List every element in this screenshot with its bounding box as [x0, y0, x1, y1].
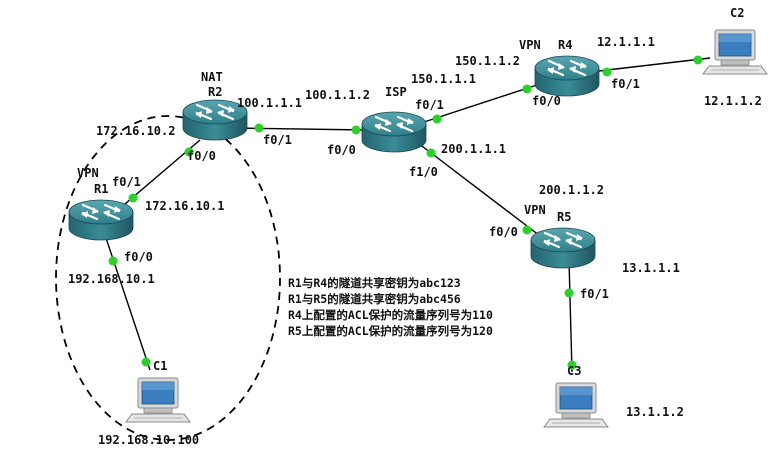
c3-name-label: C3	[567, 364, 581, 378]
router-isp-icon[interactable]	[360, 110, 428, 154]
r2-inside-ip-label: 172.16.10.2	[96, 124, 175, 138]
r1-outside-ip-label: 172.16.10.1	[145, 199, 224, 213]
isp-name-label: ISP	[385, 85, 407, 99]
note-line-1: R1与R4的隧道共享密钥为abc123	[288, 276, 461, 290]
r1-f01-label: f0/1	[112, 175, 141, 189]
port-dot-r2-f01	[254, 123, 264, 133]
r1-name-label: R1	[94, 182, 108, 196]
router-r4-icon[interactable]	[533, 54, 601, 98]
isp-f10-label: f1/0	[409, 165, 438, 179]
r5-f00-label: f0/0	[489, 225, 518, 239]
port-dot-c2	[693, 55, 703, 65]
port-dot-r1-f01	[128, 193, 138, 203]
link-r2-isp	[229, 127, 367, 131]
port-dot-r2-f00	[184, 147, 194, 157]
r4-name-label: R4	[558, 38, 572, 52]
link-r5-c3	[568, 259, 573, 373]
c2-name-label: C2	[730, 6, 744, 20]
r2-f01-label: f0/1	[263, 133, 292, 147]
c2-ip-label: 12.1.1.2	[704, 94, 762, 108]
r5-tag-label: VPN	[524, 203, 546, 217]
r1-inside-ip-label: 192.168.10.1	[68, 272, 155, 286]
r2-tag-label: NAT	[201, 70, 223, 84]
note-line-3: R4上配置的ACL保护的流量序列号为110	[288, 308, 493, 322]
port-dot-isp-f10	[426, 148, 436, 158]
r2-name-label: R2	[208, 85, 222, 99]
link-isp-r5	[413, 139, 549, 243]
isp-f00-label: f0/0	[327, 143, 356, 157]
r2-f00-label: f0/0	[187, 149, 216, 163]
host-c2-icon[interactable]	[702, 29, 768, 75]
r5-outside-ip-label: 200.1.1.2	[539, 183, 604, 197]
r5-inside-ip-label: 13.1.1.1	[622, 261, 680, 275]
port-dot-c1	[141, 357, 151, 367]
note-line-2: R1与R5的隧道共享密钥为abc456	[288, 292, 461, 306]
r4-inside-ip-label: 12.1.1.1	[597, 35, 655, 49]
c1-name-label: C1	[153, 359, 167, 373]
isp-f01-label: f0/1	[415, 98, 444, 112]
r1-f00-label: f0/0	[124, 250, 153, 264]
port-dot-r4-f00	[522, 84, 532, 94]
r4-tag-label: VPN	[519, 38, 541, 52]
port-dot-isp-f00	[351, 125, 361, 135]
r4-f01-label: f0/1	[611, 77, 640, 91]
port-dot-r5-f00	[522, 225, 532, 235]
host-c1-icon[interactable]	[125, 377, 191, 423]
port-dot-r1-f00	[108, 256, 118, 266]
r4-f00-label: f0/0	[532, 94, 561, 108]
port-dot-c3	[567, 360, 577, 370]
port-dot-r5-f01	[564, 288, 574, 298]
router-r1-icon[interactable]	[67, 198, 135, 242]
r1-tag-label: VPN	[77, 166, 99, 180]
isp-to-r4-ip-label: 150.1.1.1	[411, 72, 476, 86]
r5-f01-label: f0/1	[580, 287, 609, 301]
r2-outside-ip-label: 100.1.1.1	[237, 96, 302, 110]
port-dot-r4-f01	[602, 67, 612, 77]
isp-to-r2-ip-label: 100.1.1.2	[305, 88, 370, 102]
c3-ip-label: 13.1.1.2	[626, 405, 684, 419]
site-boundary-ellipse	[55, 115, 281, 441]
link-r1-c1	[103, 231, 151, 371]
isp-to-r5-ip-label: 200.1.1.1	[441, 142, 506, 156]
r5-name-label: R5	[557, 210, 571, 224]
r4-outside-ip-label: 150.1.1.2	[455, 54, 520, 68]
note-line-4: R5上配置的ACL保护的流量序列号为120	[288, 324, 493, 338]
port-dot-isp-f01	[432, 114, 442, 124]
c1-ip-label: 192.168.10.100	[98, 433, 199, 447]
router-r5-icon[interactable]	[529, 226, 597, 270]
host-c3-icon[interactable]	[543, 382, 609, 428]
